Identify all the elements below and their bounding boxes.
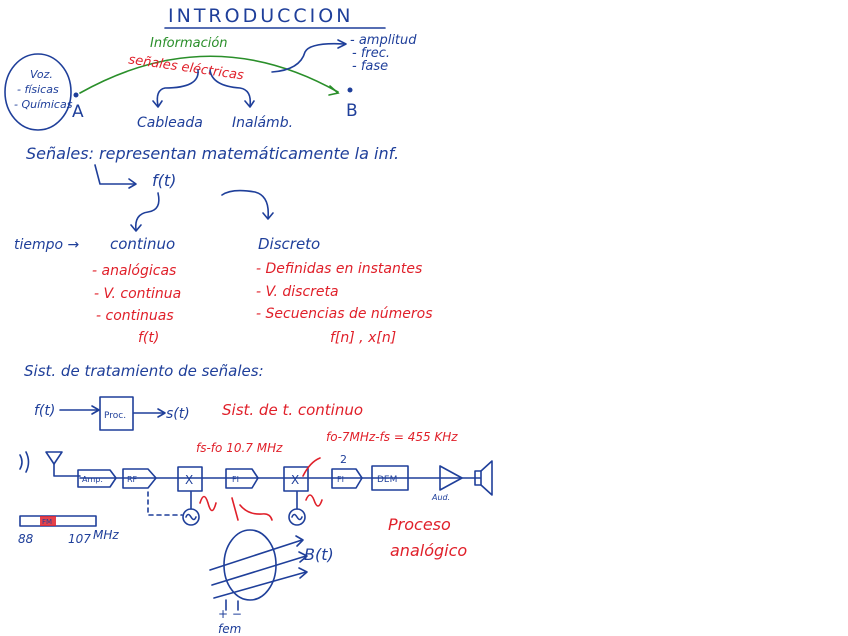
sistema-heading: Sist. de tratamiento de señales: (24, 362, 264, 380)
bt-label: B(t) (304, 545, 334, 564)
param-amplitud: - amplitud (350, 33, 417, 48)
branch-continuo (134, 192, 160, 231)
discreto-heading: Discreto (258, 235, 320, 253)
branch-cableada-head (152, 100, 163, 108)
audio-amp-label: Aud. (431, 493, 450, 502)
fm-band-bar (19, 515, 97, 527)
proc-block (99, 396, 134, 431)
rf-block-label: RF (127, 475, 138, 484)
continuo-item-vcontinua: - V. continua (94, 286, 181, 302)
params-arrow (271, 42, 346, 73)
continuo-item-analogicas: - analógicas (92, 263, 176, 279)
point-a-dot (73, 92, 79, 98)
analogico-label: analógico (390, 541, 467, 560)
informacion-label: Información (150, 36, 228, 51)
rf-block (122, 468, 157, 489)
communication-arc-head (328, 85, 340, 96)
speaker-icon (474, 460, 493, 496)
audio-amp-block (439, 465, 463, 491)
point-a-label: A (72, 102, 84, 122)
freq-if1-label: fs-fo 10.7 MHz (196, 441, 283, 455)
source-item-voz: Voz. (30, 68, 53, 81)
source-item-fisicas: - físicas (17, 83, 59, 96)
continuo-item-continuas: - continuas (96, 308, 174, 324)
freq-number-2: 2 (340, 453, 347, 466)
branch-cableada (156, 69, 199, 107)
oscillator-2-icon (288, 491, 306, 526)
communication-arc (79, 55, 339, 94)
senales-definition: Señales: representan matemáticamente la … (26, 144, 399, 163)
spectrum-sketch-1 (199, 495, 217, 512)
amp-block (77, 469, 117, 488)
source-ellipse (4, 53, 72, 131)
discreto-notation: f[n] , x[n] (330, 330, 396, 346)
branch-inalambrica (209, 69, 252, 107)
band-unit-label: MHz (93, 528, 119, 542)
branch-inalambrica-head (244, 100, 255, 108)
cableada-label: Cableada (137, 115, 203, 131)
branch-continuo-head (130, 224, 142, 232)
fi-2-block (331, 468, 363, 489)
mixer-2-label: X (291, 473, 299, 487)
discreto-item-secuencias: - Secuencias de números (256, 306, 433, 322)
branch-discreto (221, 189, 270, 219)
continuo-ft: f(t) (138, 330, 159, 346)
tuning-dashed-line (147, 491, 183, 516)
fm-band-highlight (40, 516, 56, 526)
freq-if2-label: fo-7MHz-fs = 455 KHz (326, 430, 458, 444)
ft-label: f(t) (152, 171, 176, 190)
dem-block-label: DEM (377, 475, 397, 485)
tiempo-label: tiempo → (14, 237, 80, 253)
oscillator-1-icon (182, 491, 200, 526)
sistema-note: Sist. de t. continuo (222, 401, 363, 419)
param-fase: - fase (352, 59, 388, 74)
proceso-label: Proceso (388, 515, 451, 534)
mixer-1-block (177, 466, 203, 492)
mixer-1-label: X (185, 473, 193, 487)
sistema-input-arrow-head (91, 405, 100, 415)
proc-block-label: Proc. (104, 411, 126, 421)
discreto-item-vdiscreta: - V. discreta (256, 284, 339, 300)
point-b-dot (347, 87, 353, 93)
fm-band-label: FM (42, 518, 52, 526)
discreto-item-definidas: - Definidas en instantes (256, 261, 422, 277)
sistema-input: f(t) (34, 403, 55, 419)
coil-field-drawing (209, 529, 308, 611)
point-b-label: B (346, 101, 358, 121)
spectrum-sketch-2 (231, 497, 273, 521)
param-frec: - frec. (352, 46, 390, 61)
band-end-label: 107 (68, 532, 91, 546)
ft-arrow (94, 164, 136, 185)
fi-1-label: FI (232, 475, 239, 484)
fem-label: fem (218, 622, 241, 636)
params-arrow-head (337, 39, 347, 49)
mixer-2-block (283, 466, 309, 492)
fem-polarity: + − (218, 607, 242, 621)
branch-discreto-head (262, 212, 274, 220)
antenna-icon (19, 451, 81, 477)
band-start-label: 88 (18, 532, 34, 546)
continuo-heading: continuo (110, 235, 175, 253)
spectrum-sketch-3 (305, 494, 323, 507)
fi-1-block (225, 468, 259, 489)
amp-block-label: Amp. (82, 475, 103, 484)
page-title: INTRODUCCION (168, 5, 353, 27)
sistema-output-arrow-head (157, 408, 166, 418)
inalambrica-label: Inalámb. (232, 115, 293, 131)
if-arrow (302, 457, 321, 477)
sistema-output: s(t) (166, 406, 190, 422)
ft-arrow-head (128, 178, 137, 189)
dem-block (371, 465, 409, 491)
fi-2-label: FI (337, 475, 344, 484)
source-item-quimicas: - Químicas (14, 98, 73, 111)
